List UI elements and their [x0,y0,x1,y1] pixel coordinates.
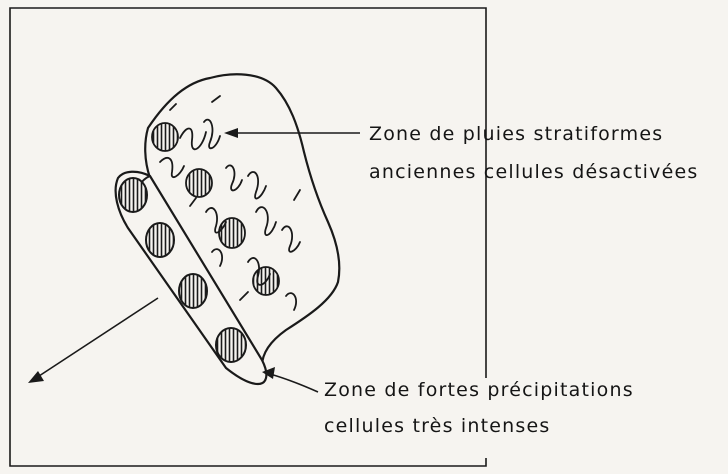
lower-zone-pointer [262,367,318,392]
movement-direction-arrow [28,298,158,383]
upper-zone-label-line2: anciennes cellules désactivées [369,160,698,184]
lower-zone-label-line2: cellules très intenses [324,414,551,438]
deactivated-cell [152,123,178,151]
intense-cell [179,274,207,308]
upper-zone-label-line1: Zone de pluies stratiformes [369,122,663,146]
intense-cell [119,178,147,212]
deactivated-cell [186,169,212,197]
intense-cell [146,223,174,257]
intense-cell [216,328,246,362]
deactivated-cell [219,218,245,248]
lower-zone-label-line1: Zone de fortes précipitations [324,378,634,402]
